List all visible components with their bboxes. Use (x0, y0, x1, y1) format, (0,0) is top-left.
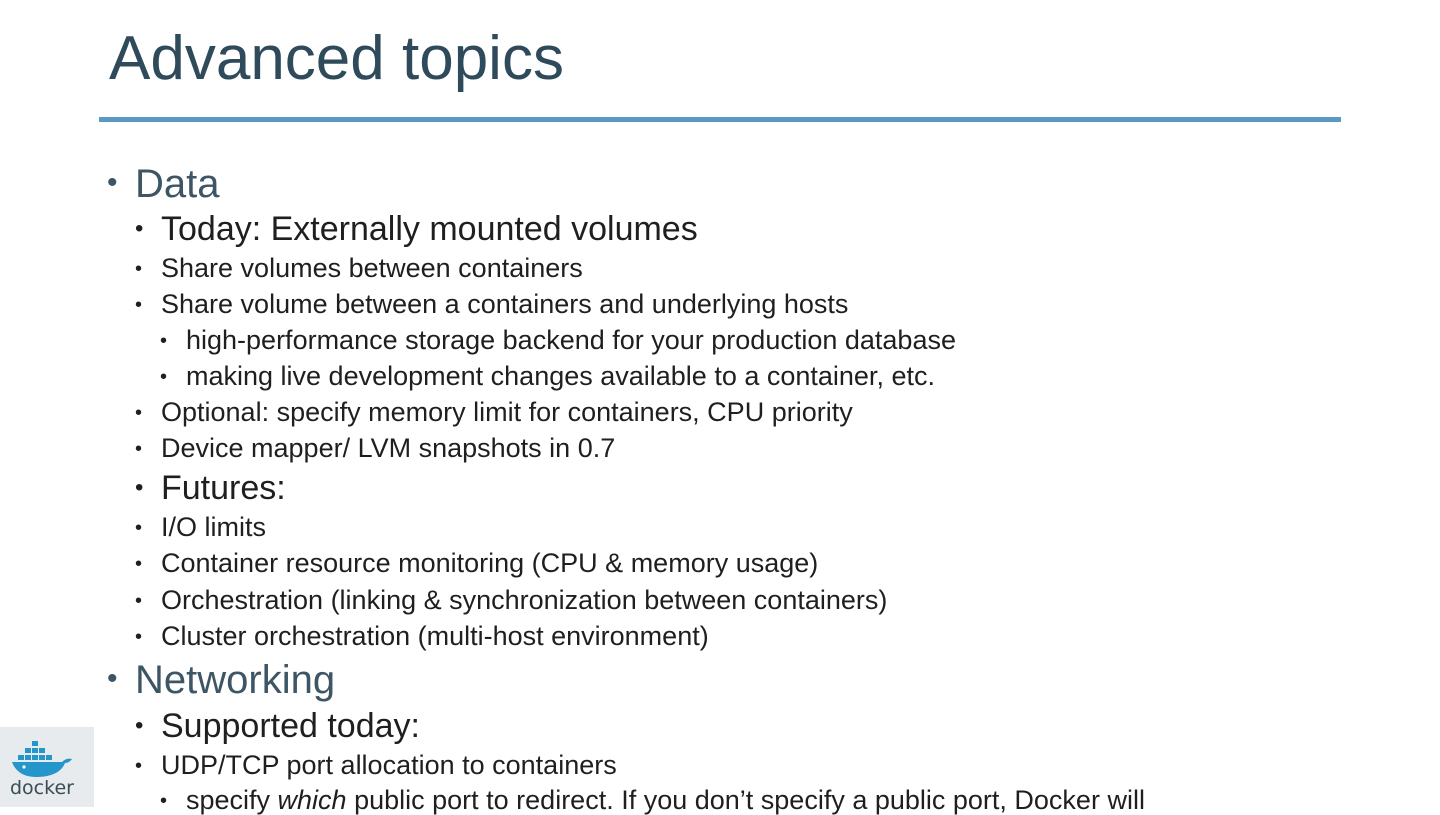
docker-logo: docker (0, 727, 94, 807)
bullet-device-mapper: • Device mapper/ LVM snapshots in 0.7 (135, 433, 616, 463)
bullet-live-dev: • making live development changes availa… (160, 361, 935, 391)
bullet-text: Share volumes between containers (161, 253, 583, 283)
bullet-specify: • specify which public port to redirect.… (160, 785, 1145, 815)
bullet-optional: • Optional: specify memory limit for con… (135, 397, 853, 427)
bullet-dot-icon: • (135, 553, 143, 575)
bullet-text: Orchestration (linking & synchronization… (161, 585, 888, 615)
bullet-text: Networking (135, 658, 336, 702)
bullet-futures: • Futures: (135, 469, 286, 507)
bullet-cluster: • Cluster orchestration (multi-host envi… (135, 621, 709, 651)
bullet-port-alloc: • UDP/TCP port allocation to containers (135, 750, 617, 780)
bullet-dot-icon: • (135, 474, 144, 501)
bullet-storage-backend: • high-performance storage backend for y… (160, 325, 956, 355)
bullet-dot-icon: • (135, 590, 143, 612)
bullet-dot-icon: • (135, 294, 143, 316)
bullet-text: making live development changes availabl… (186, 361, 935, 391)
bullet-dot-icon: • (160, 366, 168, 388)
bullet-dot-icon: • (135, 755, 143, 777)
bullet-io-limits: • I/O limits (135, 512, 266, 542)
bullet-dot-icon: • (107, 166, 118, 199)
bullet-text: UDP/TCP port allocation to containers (161, 750, 617, 780)
bullet-text: Data (135, 162, 220, 206)
bullet-text: high-performance storage backend for you… (186, 325, 956, 355)
bullet-text: Futures: (161, 469, 286, 507)
bullet-text: Cluster orchestration (multi-host enviro… (161, 621, 709, 651)
bullet-dot-icon: • (107, 662, 118, 695)
bullet-text: Share volume between a containers and un… (161, 289, 849, 319)
bullet-monitoring: • Container resource monitoring (CPU & m… (135, 548, 819, 578)
bullet-text-pre: specify (186, 785, 278, 815)
title-divider (99, 117, 1341, 122)
bullet-text: Device mapper/ LVM snapshots in 0.7 (161, 433, 616, 463)
bullet-orchestration: • Orchestration (linking & synchronizati… (135, 585, 888, 615)
docker-whale-icon (12, 741, 72, 777)
bullet-dot-icon: • (160, 330, 168, 352)
bullet-text: Supported today: (161, 707, 420, 745)
bullet-dot-icon: • (135, 517, 143, 539)
bullet-text: I/O limits (161, 512, 266, 542)
bullet-today: • Today: Externally mounted volumes (135, 210, 698, 248)
bullet-text: Optional: specify memory limit for conta… (161, 397, 853, 427)
bullet-text-post: public port to redirect. If you don’t sp… (346, 785, 1145, 815)
bullet-text: Today: Externally mounted volumes (161, 210, 698, 248)
bullet-text: Container resource monitoring (CPU & mem… (161, 548, 819, 578)
bullet-dot-icon: • (135, 438, 143, 460)
docker-logo-text: docker (10, 777, 74, 799)
bullet-data: • Data (107, 162, 220, 206)
bullet-share-hosts: • Share volume between a containers and … (135, 289, 849, 319)
bullet-dot-icon: • (160, 790, 168, 812)
bullet-dot-icon: • (135, 712, 144, 739)
bullet-networking: • Networking (107, 658, 336, 702)
bullet-supported: • Supported today: (135, 707, 420, 745)
slide-title: Advanced topics (109, 24, 564, 93)
bullet-share-between: • Share volumes between containers (135, 253, 583, 283)
bullet-dot-icon: • (135, 215, 144, 242)
bullet-dot-icon: • (135, 626, 143, 648)
bullet-text-emphasis: which (277, 785, 347, 815)
bullet-dot-icon: • (135, 402, 143, 424)
bullet-dot-icon: • (135, 258, 143, 280)
